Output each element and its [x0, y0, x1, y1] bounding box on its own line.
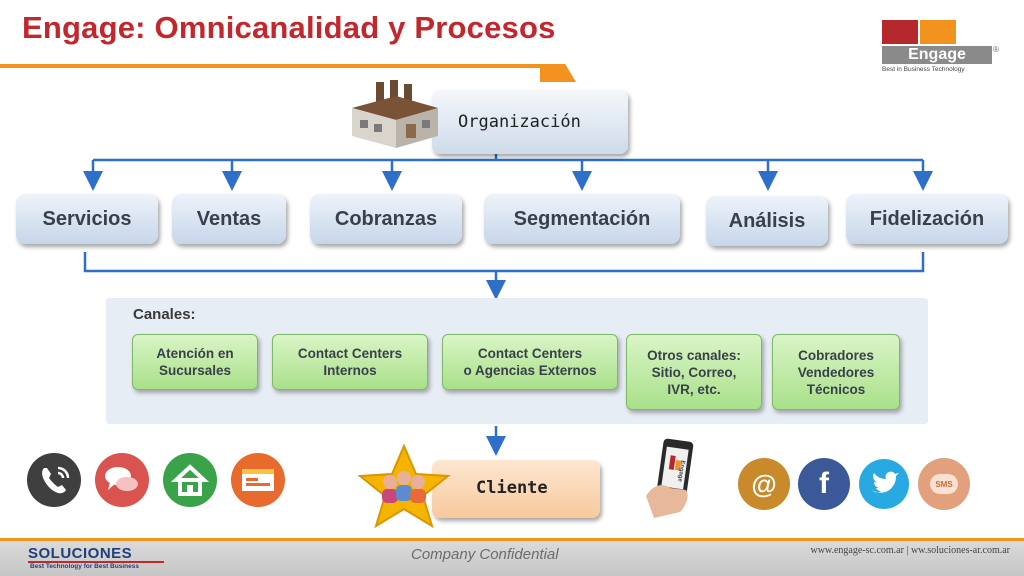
title-underline-tab: [540, 64, 576, 82]
process-label: Análisis: [728, 209, 806, 232]
process-cobranzas: Cobranzas: [310, 194, 462, 244]
process-servicios: Servicios: [16, 194, 158, 244]
logo-brand-text: Engage: [882, 46, 992, 64]
logo-orange-square: [920, 20, 956, 44]
process-label: Ventas: [196, 207, 262, 230]
footer-band: [0, 538, 1024, 576]
factory-icon: [352, 80, 438, 148]
process-fidelizacion: Fidelización: [846, 194, 1008, 244]
footer-brand-tagline: Best Technology for Best Business: [30, 563, 139, 570]
logo-red-square: [882, 20, 918, 44]
sms-bubble-label: SMS: [930, 474, 958, 494]
channels-heading: Canales:: [133, 306, 196, 323]
home-icon: [163, 453, 217, 507]
web-page-icon: [231, 453, 285, 507]
process-segmentacion: Segmentación: [484, 194, 680, 244]
footer-brand-rule: [28, 561, 164, 563]
title-underline: [0, 64, 560, 68]
organization-node: [432, 90, 628, 154]
channel-label: Otros canales: Sitio, Correo, IVR, etc.: [647, 347, 741, 397]
phone-icon: [27, 453, 81, 507]
channel-label: Contact Centers Internos: [297, 346, 403, 378]
channel-contact-centers-externos: Contact Centers o Agencias Externos: [442, 334, 618, 390]
footer-brand: SOLUCIONES: [28, 545, 133, 562]
star-people-icon: [357, 444, 451, 528]
channel-sucursales: Atención en Sucursales: [132, 334, 258, 390]
channel-label: Atención en Sucursales: [156, 346, 234, 378]
channel-cobradores: Cobradores Vendedores Técnicos: [772, 334, 900, 410]
client-node: [432, 460, 600, 518]
page-title: Engage: Omnicanalidad y Procesos: [22, 10, 556, 45]
process-label: Cobranzas: [334, 207, 438, 230]
footer-confidential: Company Confidential: [411, 546, 559, 563]
chat-icon: [95, 453, 149, 507]
organization-label: Organización: [458, 112, 581, 132]
client-label: Cliente: [476, 478, 548, 498]
email-at-icon: @: [738, 458, 790, 510]
engage-logo: Engage ® Best in Business Technology: [882, 20, 1000, 76]
sms-icon: SMS: [918, 458, 970, 510]
process-label: Segmentación: [513, 207, 651, 230]
footer-urls: www.engage-sc.com.ar | ww.soluciones-ar.…: [810, 545, 1010, 556]
process-analisis: Análisis: [706, 196, 828, 246]
process-ventas: Ventas: [172, 194, 286, 244]
twitter-icon: [859, 459, 909, 509]
channel-label: Contact Centers o Agencias Externos: [463, 346, 597, 378]
channel-label: Cobradores Vendedores Técnicos: [797, 347, 875, 397]
channel-contact-centers-internos: Contact Centers Internos: [272, 334, 428, 390]
mobile-phone-icon: [646, 438, 694, 518]
facebook-icon: f: [798, 458, 850, 510]
channel-otros-canales: Otros canales: Sitio, Correo, IVR, etc.: [626, 334, 762, 410]
logo-registered-mark: ®: [993, 45, 999, 54]
process-label: Servicios: [42, 207, 132, 230]
process-label: Fidelización: [869, 207, 985, 230]
logo-tagline: Best in Business Technology: [882, 66, 965, 73]
